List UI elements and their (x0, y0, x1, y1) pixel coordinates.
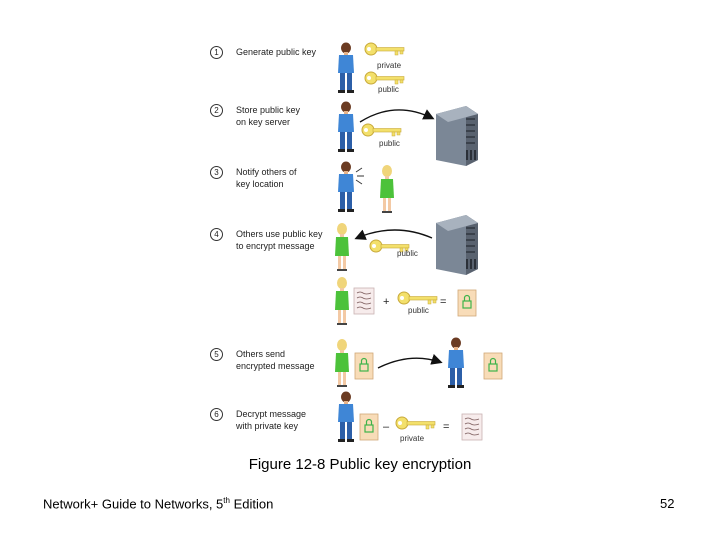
encrypted-message-icon (354, 352, 374, 380)
private-key-label: private (377, 61, 402, 70)
encrypted-message-icon (483, 352, 503, 380)
footer-book-title: Network+ Guide to Networks, 5th Edition (43, 496, 273, 511)
woman-figure (380, 165, 394, 213)
public-key-icon (397, 291, 438, 305)
step-5-text: Others send encrypted message (236, 348, 336, 372)
step-text-line: on key server (236, 117, 291, 127)
figure-caption: Figure 12-8 Public key encryption (248, 456, 472, 473)
man-figure (448, 337, 464, 388)
encrypted-message-icon (457, 289, 477, 317)
step-3-text: Notify others of key location (236, 166, 336, 190)
minus-sign: – (383, 421, 390, 433)
public-key-label: public (408, 306, 429, 315)
step-2-text: Store public key on key server (236, 104, 336, 128)
plus-sign: + (383, 296, 389, 308)
step-text-line: Decrypt message (236, 409, 307, 419)
step-6-number: 6 (210, 408, 223, 421)
public-key-label: public (379, 139, 400, 148)
public-key-icon (364, 71, 405, 85)
key-server-icon (436, 106, 478, 166)
page-number: 52 (660, 496, 675, 511)
public-key-label: public (397, 249, 418, 258)
man-figure (338, 101, 354, 152)
step-3-number: 3 (210, 166, 223, 179)
equals-sign: = (440, 296, 446, 308)
footer-title-main: Network+ Guide to Networks, 5 (43, 496, 224, 512)
step-text-line: with private key (236, 421, 299, 431)
step-text-line: encrypted message (236, 361, 315, 371)
step-text-line: to encrypt message (236, 241, 315, 251)
send-arrow (377, 354, 443, 369)
decrypted-message-icon (461, 413, 483, 441)
man-figure (338, 161, 354, 212)
private-key-icon (364, 42, 405, 56)
footer-title-end: Edition (229, 496, 274, 512)
woman-figure (335, 223, 349, 271)
man-figure (338, 42, 354, 93)
step-6-text: Decrypt message with private key (236, 408, 336, 432)
step-text-line: Store public key (236, 105, 301, 115)
step-text-line: key location (236, 179, 284, 189)
woman-figure (335, 277, 349, 325)
private-key-label: private (400, 434, 425, 443)
step-5-number: 5 (210, 348, 223, 361)
step-text-line: Notify others of (236, 167, 297, 177)
step-4-text: Others use public key to encrypt message (236, 228, 336, 252)
man-figure (338, 391, 354, 442)
key-server-icon (436, 215, 478, 275)
encrypted-message-icon (359, 413, 379, 441)
woman-figure (335, 339, 349, 387)
public-key-icon (361, 123, 402, 137)
step-2-number: 2 (210, 104, 223, 117)
public-key-label: public (378, 85, 399, 94)
private-key-icon (395, 416, 436, 430)
step-4-number: 4 (210, 228, 223, 241)
step-1-text: Generate public key (236, 46, 336, 58)
speech-lines (355, 167, 364, 185)
message-document-icon (353, 287, 375, 315)
step-text-line: Others use public key (236, 229, 323, 239)
step-1-number: 1 (210, 46, 223, 59)
upload-arrow (359, 109, 435, 123)
step-text-line: Generate public key (236, 47, 317, 57)
footer-title-sup: th (223, 496, 230, 505)
equals-sign: = (443, 421, 449, 433)
step-text-line: Others send (236, 349, 286, 359)
download-arrow (354, 229, 433, 240)
